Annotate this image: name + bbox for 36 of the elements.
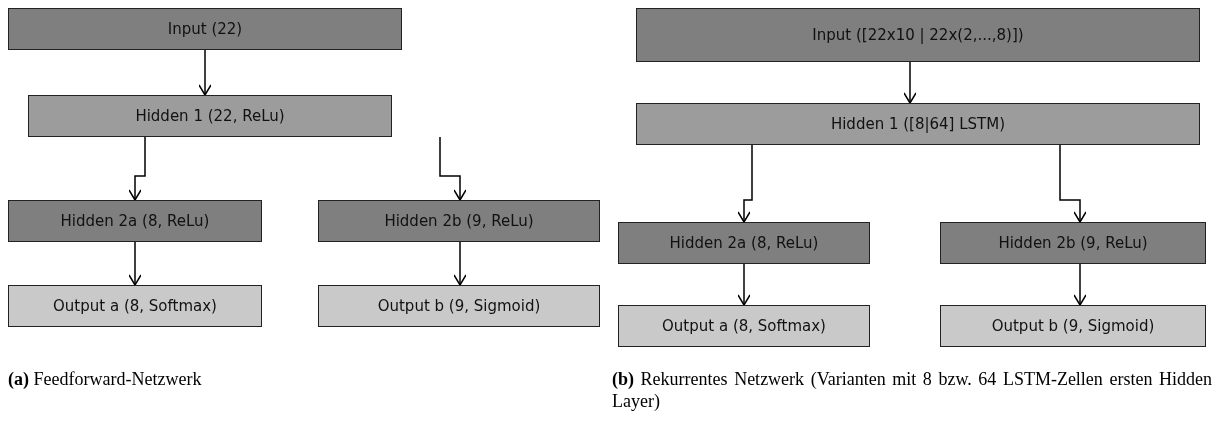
layer-label: Hidden 2b (9, ReLu) — [384, 212, 534, 230]
layer-box — [318, 200, 600, 242]
caption: (a) Feedforward-Netzwerk — [8, 368, 203, 390]
layer-label: Output b (9, Sigmoid) — [991, 317, 1155, 335]
arrow — [128, 136, 146, 201]
layer-box — [636, 103, 1200, 145]
layer-box — [636, 8, 1200, 62]
arrow — [1073, 263, 1087, 306]
arrow — [737, 144, 753, 223]
arrow — [128, 241, 142, 286]
layer-label: Output a (8, Softmax) — [662, 317, 826, 335]
layer-label: Input ([22x10 | 22x(2,...,8)]) — [812, 26, 1024, 44]
layer-label: Hidden 2b (9, ReLu) — [998, 234, 1148, 252]
arrow — [1059, 144, 1087, 223]
arrow — [737, 263, 751, 306]
layer-label: Output b (9, Sigmoid) — [377, 297, 541, 315]
arrow — [439, 136, 467, 201]
layer-box — [618, 305, 870, 347]
arrow — [903, 61, 917, 104]
layer-box — [28, 95, 392, 137]
layer-box — [8, 8, 402, 50]
caption: (b) Rekurrentes Netzwerk (Varianten mit 8 bzw. 64 LSTM-Zellen ersten Hidden Layer) — [612, 368, 1212, 412]
layer-box — [8, 285, 262, 327]
layer-box — [940, 305, 1206, 347]
layer-label: Hidden 1 (22, ReLu) — [135, 107, 285, 125]
layer-box — [940, 222, 1206, 264]
layer-box — [8, 200, 262, 242]
layer-label: Hidden 1 ([8|64] LSTM) — [830, 115, 1006, 133]
arrow — [198, 49, 212, 96]
arrow — [453, 241, 467, 286]
layer-box — [318, 285, 600, 327]
layer-box — [618, 222, 870, 264]
layer-label: Output a (8, Softmax) — [53, 297, 217, 315]
layer-label: Hidden 2a (8, ReLu) — [669, 234, 819, 252]
layer-label: Input (22) — [167, 20, 243, 38]
layer-label: Hidden 2a (8, ReLu) — [60, 212, 210, 230]
